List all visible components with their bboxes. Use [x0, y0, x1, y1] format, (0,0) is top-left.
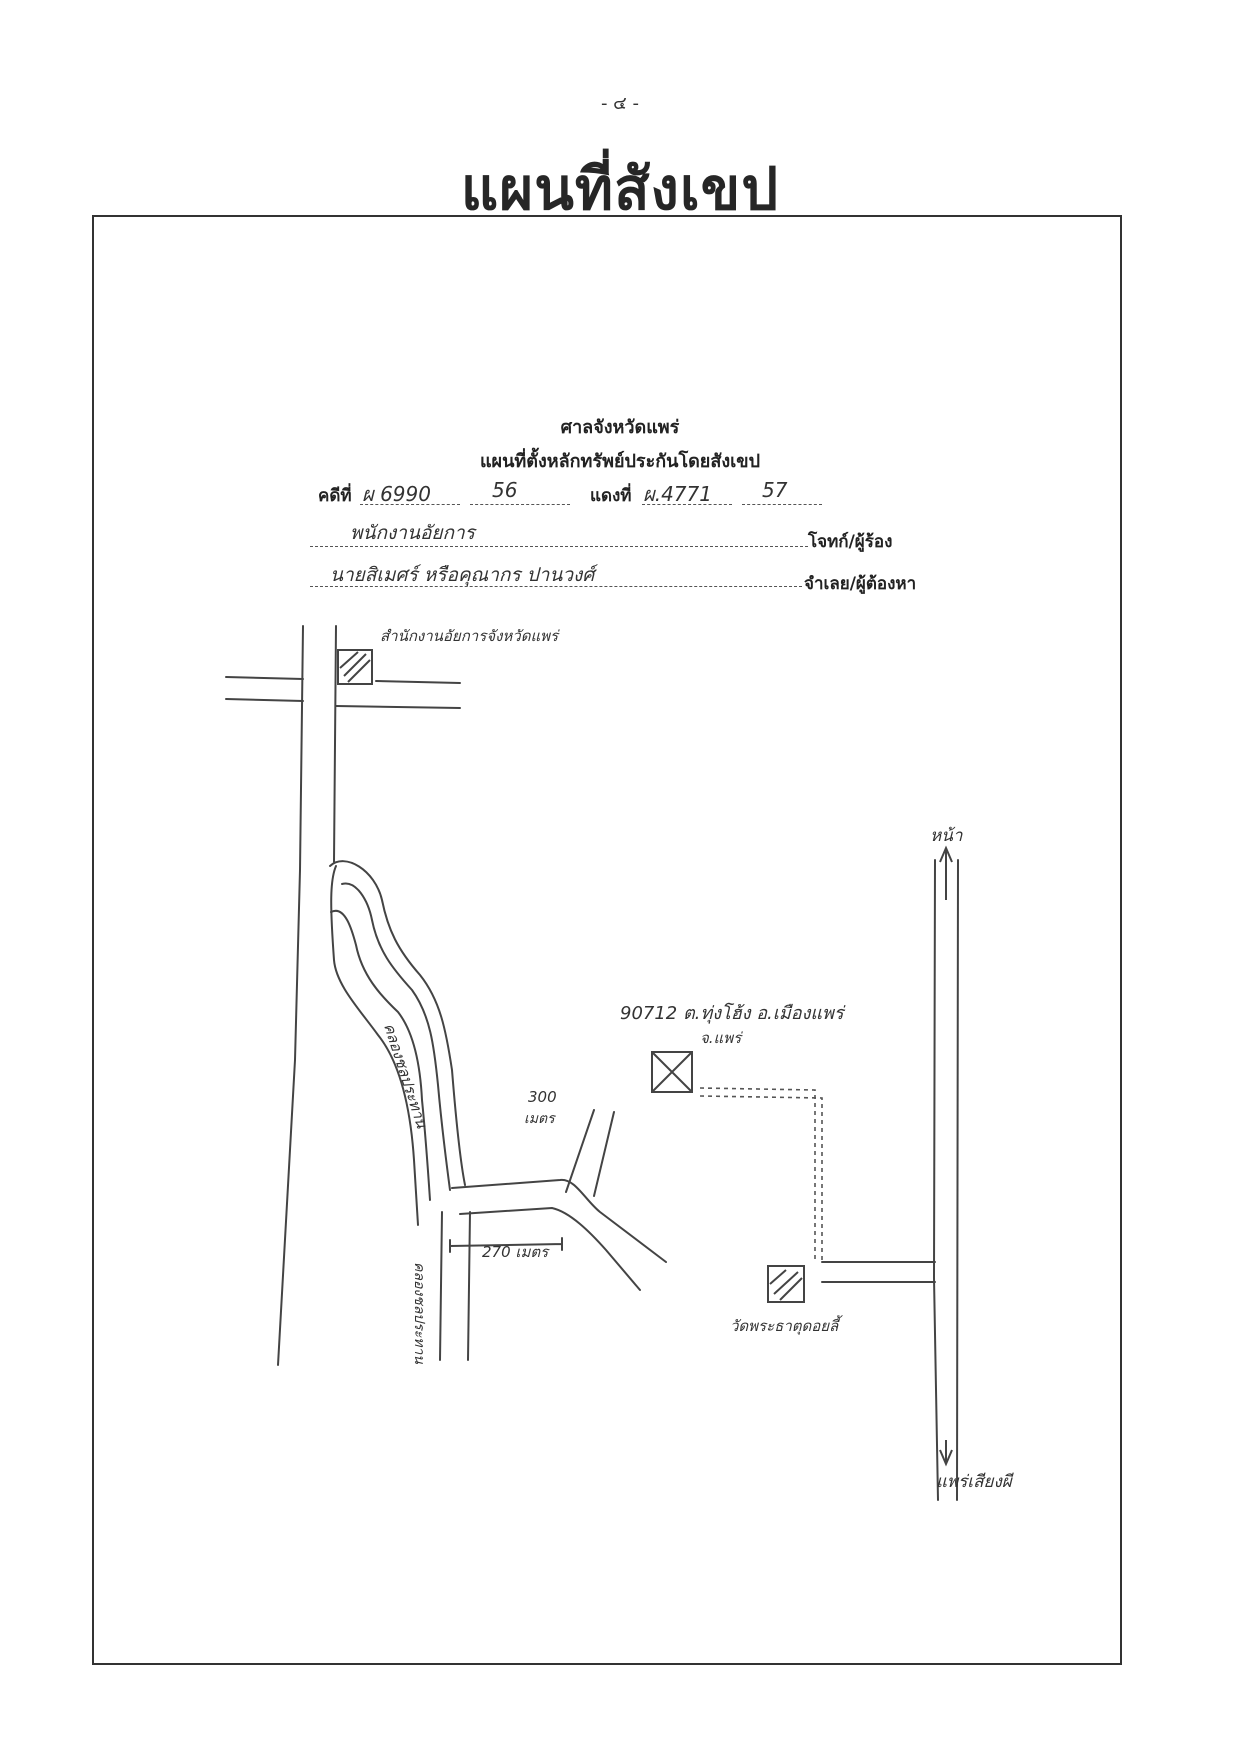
plaintiff-label: โจทก์/ผู้ร้อง	[808, 532, 893, 552]
right-road-right-edge	[956, 859, 959, 1501]
distance-300-unit: เมตร	[524, 1111, 555, 1127]
top-road-upper-edge	[225, 676, 304, 680]
east-road-branch-left	[565, 1109, 595, 1193]
top-road-lower-edge	[225, 698, 304, 702]
east-road-lower	[459, 1207, 641, 1291]
right-road-left-edge	[933, 859, 939, 1501]
canal-lower-left	[439, 1211, 443, 1361]
south-label: แพร่เสียงผี	[936, 1472, 1012, 1492]
temple-label: วัดพระธาตุดอยลี้	[730, 1317, 839, 1335]
property-marker	[651, 1051, 693, 1093]
defendant-line	[310, 586, 802, 587]
distance-270-line	[449, 1237, 563, 1253]
plaintiff-name: พนักงานอัยการ	[350, 522, 475, 544]
east-road-branch-right	[593, 1111, 615, 1197]
canal-lower-right	[467, 1211, 471, 1361]
north-label: หน้า	[930, 826, 963, 846]
defendant-label: จำเลย/ผู้ต้องหา	[804, 574, 917, 594]
main-road-right-edge	[333, 625, 337, 863]
case-red-year: 57	[762, 478, 788, 502]
access-path-1	[699, 1087, 816, 1260]
canal-outer	[329, 860, 466, 1186]
top-road-right-lower	[335, 705, 461, 709]
court-name: ศาลจังหวัดแพร่	[560, 417, 680, 438]
case-black-label: คดีที่	[318, 486, 352, 506]
case-red-year-line	[742, 504, 822, 505]
property-address-line2: จ.แพร่	[700, 1029, 742, 1047]
case-black-number: ผ 6990	[362, 482, 431, 506]
case-number-row: คดีที่	[318, 482, 352, 509]
page-title: แผนที่สังเขป	[460, 155, 780, 223]
property-address-line1: 90712 ต.ทุ่งโฮ้ง อ.เมืองแพร่	[620, 1003, 844, 1024]
case-black-line	[360, 504, 460, 505]
canal-middle	[341, 882, 451, 1191]
court-office-marker	[337, 649, 373, 685]
temple-marker	[767, 1265, 805, 1303]
case-black-year: 56	[492, 478, 518, 502]
form-title: แผนที่ตั้งหลักทรัพย์ประกันโดยสังเขป	[479, 451, 761, 472]
canal-lower-label: คลองชลประทาน	[411, 1262, 427, 1364]
canal-left-bank	[330, 865, 419, 1226]
case-red-number: ผ.4771	[643, 482, 712, 506]
map-frame	[92, 215, 1122, 1665]
case-red-line	[642, 504, 732, 505]
main-road-left-edge	[277, 625, 304, 1366]
top-road-right-upper	[375, 680, 461, 684]
access-path-2	[699, 1095, 823, 1262]
page-number: - ๔ -	[600, 93, 640, 114]
north-arrow	[939, 845, 953, 900]
east-road-upper	[451, 1178, 667, 1263]
distance-270-label: 270 เมตร	[482, 1243, 549, 1261]
defendant-name: นายสิเมศร์ หรือคุณากร ปานวงศ์	[330, 564, 595, 586]
distance-300-value: 300	[528, 1088, 557, 1106]
case-black-year-line	[470, 504, 570, 505]
canal-inner	[330, 909, 431, 1201]
south-arrow	[939, 1440, 953, 1467]
case-red-label: แดงที่	[590, 486, 632, 506]
plaintiff-line	[310, 546, 808, 547]
court-office-label: สำนักงานอัยการจังหวัดแพร่	[380, 627, 559, 645]
